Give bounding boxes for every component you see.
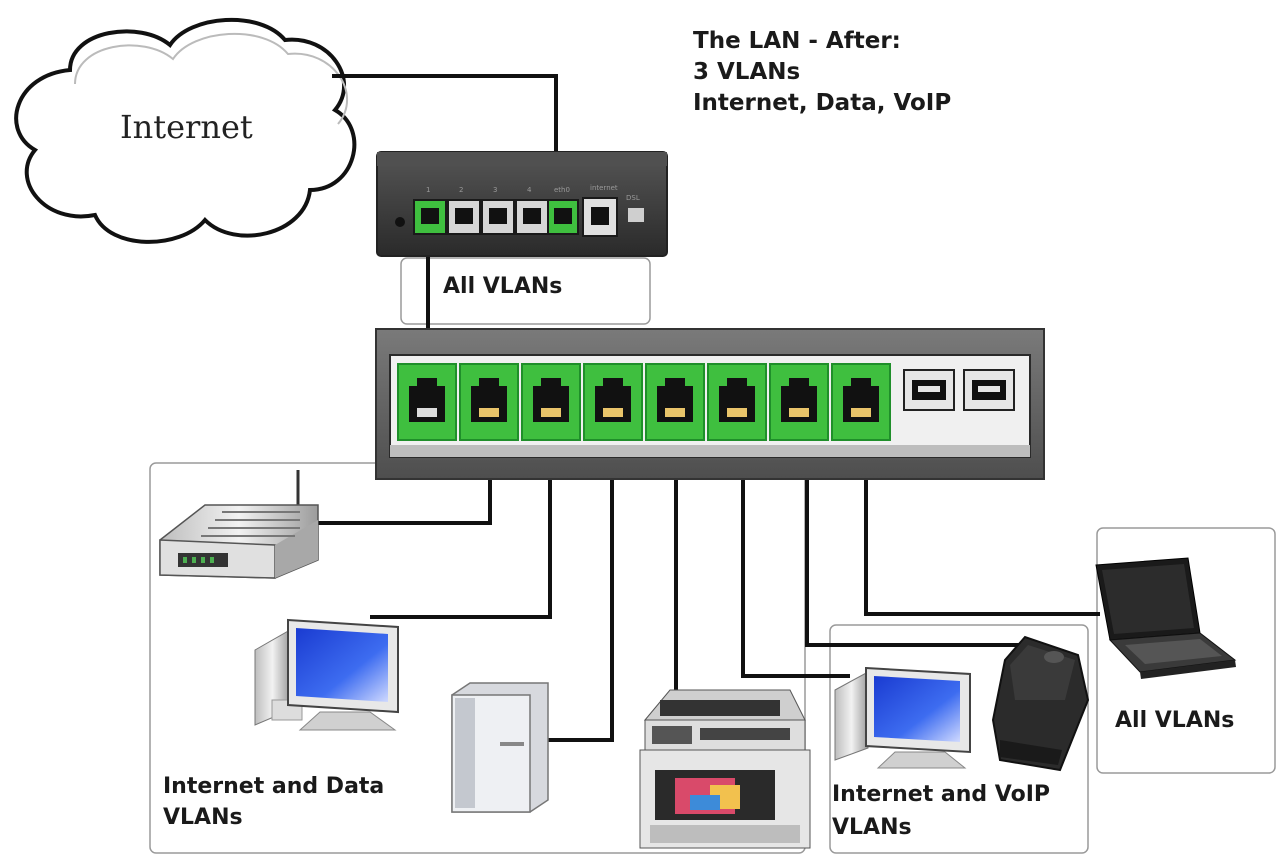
cable-port7-voip-adapter	[805, 410, 1035, 647]
svg-text:1: 1	[426, 186, 430, 194]
data-vlan-label-line-1: Internet and Data	[163, 774, 385, 799]
svg-text:DSL: DSL	[626, 194, 640, 202]
title-line-1: The LAN - After:	[693, 28, 901, 54]
internet-cloud	[14, 17, 357, 244]
svg-text:3: 3	[493, 186, 497, 194]
voip-vlan-label-line-2: VLANs	[832, 815, 912, 840]
switch-port-5	[645, 363, 705, 441]
router-ports	[413, 197, 618, 237]
nas-storage-device	[451, 682, 549, 813]
desktop-computer-voip	[834, 666, 971, 769]
wireless-router-device	[159, 470, 319, 579]
laptop-device	[1095, 557, 1237, 679]
svg-text:2: 2	[459, 186, 463, 194]
svg-text:eth0: eth0	[554, 186, 570, 194]
svg-text:4: 4	[527, 186, 532, 194]
voip-vlan-group-label: Internet and VoIP VLANs	[832, 778, 1050, 844]
switch-port-8	[831, 363, 891, 441]
cable-port6-voip-desktop	[741, 410, 850, 678]
printer-device	[639, 689, 811, 849]
switch-port-7	[769, 363, 829, 441]
data-vlan-group-label: Internet and Data VLANs	[163, 771, 384, 833]
switch-port-3	[521, 363, 581, 441]
diagram-title: The LAN - After: 3 VLANs Internet, Data,…	[693, 26, 951, 119]
desktop-computer-data	[254, 618, 399, 731]
laptop-vlan-label: All VLANs	[1115, 708, 1235, 733]
internet-cloud-label: Internet	[120, 108, 253, 146]
voip-adapter-device	[991, 635, 1090, 772]
router-vlan-label-box	[400, 257, 651, 325]
switch-port-4	[583, 363, 643, 441]
voip-vlan-label-line-1: Internet and VoIP	[832, 782, 1051, 807]
cable-port4-nas	[548, 410, 614, 742]
voip-vlan-group-box	[829, 624, 1089, 854]
data-vlan-label-line-2: VLANs	[163, 805, 243, 830]
switch-port-1	[397, 363, 457, 441]
switch-port-2	[459, 363, 519, 441]
title-line-2: 3 VLANs	[693, 59, 801, 85]
svg-text:internet: internet	[590, 184, 618, 192]
title-line-3: Internet, Data, VoIP	[693, 90, 952, 116]
switch-ports	[397, 363, 891, 441]
switch-port-6	[707, 363, 767, 441]
router-vlan-label: All VLANs	[443, 274, 563, 299]
gateway-router: 1 2 3 4 eth0 internet DSL	[376, 151, 668, 257]
network-switch	[375, 328, 1045, 480]
